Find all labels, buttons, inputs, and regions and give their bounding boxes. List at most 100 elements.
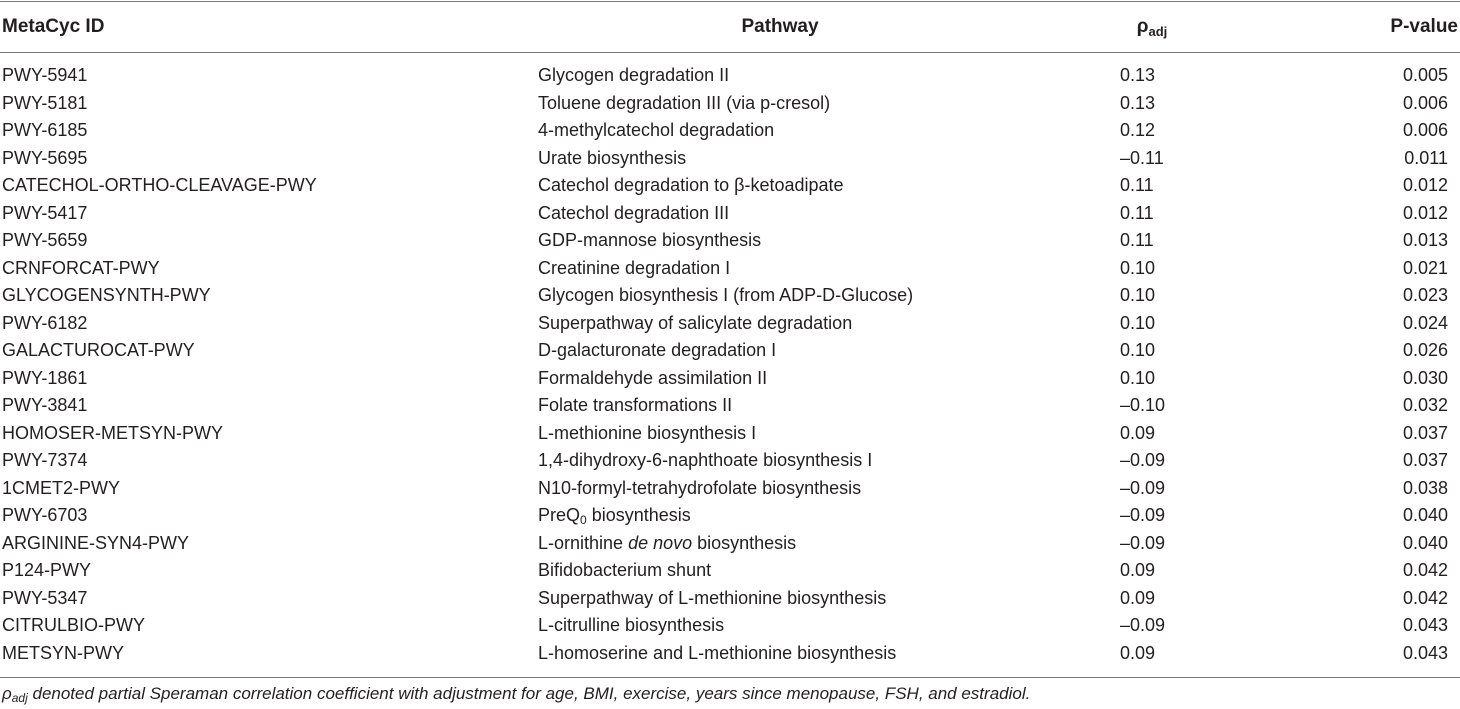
pathway-text: D-galacturonate degradation I (538, 340, 777, 360)
p-value-cell: 0.037 (1402, 422, 1448, 443)
p-value-cell: 0.005 (1402, 65, 1448, 85)
metacyc-id-cell: CRNFORCAT-PWY (2, 257, 160, 278)
p-value-cell: 0.030 (1402, 367, 1448, 388)
header-p-value: P-value (1390, 16, 1458, 37)
pathway-text: Glycogen degradation II (538, 65, 730, 85)
rho-adj-cell: –0.09 (1120, 450, 1166, 470)
pathway-cell: Creatinine degradation I (538, 255, 730, 282)
pathway-text: Glycogen biosynthesis I (from ADP-D-Gluc… (538, 285, 914, 305)
footnote-symbol: ρadj (2, 684, 28, 705)
rho-adj-cell: 0.10 (1120, 340, 1156, 360)
footnote-text: denoted partial Speraman correlation coe… (27, 684, 1031, 703)
metacyc-id-cell: GLYCOGENSYNTH-PWY (2, 285, 211, 305)
pathway-text: Bifidobacterium shunt (538, 560, 712, 580)
pathway-cell: D-galacturonate degradation I (538, 337, 776, 364)
header-rho-symbol: ρ (1136, 16, 1149, 37)
pathway-text: PreQ (538, 505, 581, 525)
metacyc-id-cell: GALACTUROCAT-PWY (2, 340, 195, 360)
rho-adj-cell: 0.09 (1120, 642, 1156, 663)
footnote-rho: ρ (2, 684, 12, 703)
pathway-cell: 1,4-dihydroxy-6-naphthoate biosynthesis … (538, 447, 872, 474)
rho-adj-cell: 0.11 (1120, 175, 1154, 195)
pathway-cell: Catechol degradation III (538, 200, 729, 227)
pathway-cell: 4-methylcatechol degradation (538, 117, 774, 144)
metacyc-id-cell: PWY-5347 (2, 587, 88, 608)
p-value-cell: 0.011 (1404, 147, 1448, 168)
metacyc-id-cell: PWY-5181 (2, 92, 88, 113)
p-value-cell: 0.012 (1402, 175, 1448, 195)
header-rho-adj: ρadj (1117, 15, 1187, 44)
rho-adj-cell: 0.09 (1120, 422, 1156, 443)
metacyc-id-cell: CITRULBIO-PWY (2, 615, 146, 635)
table-row: PWY-5941 Glycogen degradation II 0.13 0.005 (0, 62, 1460, 90)
table-row: CITRULBIO-PWY L-citrulline biosynthesis –0… (0, 612, 1460, 640)
pathway-cell: Urate biosynthesis (538, 145, 686, 172)
metacyc-id-cell: CATECHOL-ORTHO-CLEAVAGE-PWY (2, 175, 317, 195)
rho-adj-cell: –0.09 (1120, 615, 1166, 635)
pathway-text: L-ornithine (538, 532, 629, 553)
p-value-cell: 0.021 (1402, 257, 1448, 278)
metacyc-id-cell: PWY-5695 (2, 147, 88, 168)
p-value-cell: 0.040 (1402, 505, 1448, 525)
metacyc-id-cell: PWY-5941 (2, 65, 88, 85)
pathway-subscript: 0 (580, 513, 587, 527)
pathway-text: GDP-mannose biosynthesis (538, 230, 762, 250)
pathway-text: N10-formyl-tetrahydrofolate biosynthesis (538, 477, 862, 498)
pathway-cell: Glycogen biosynthesis I (from ADP-D-Gluc… (538, 282, 913, 309)
pathway-text: L-citrulline biosynthesis (538, 615, 725, 635)
pathway-cell: Glycogen degradation II (538, 62, 729, 89)
rho-adj-cell: –0.09 (1120, 532, 1166, 553)
header-metacyc-id: MetaCyc ID (2, 16, 105, 37)
p-value-cell: 0.012 (1402, 202, 1448, 223)
pathway-text: Superpathway of L-methionine biosynthesi… (538, 587, 887, 608)
metacyc-id-cell: PWY-6703 (2, 505, 88, 525)
pathway-cell: Folate transformations II (538, 392, 732, 419)
metacyc-id-cell: PWY-5659 (2, 230, 88, 250)
pathway-cell: Bifidobacterium shunt (538, 557, 711, 584)
rho-adj-cell: 0.11 (1120, 202, 1154, 223)
table-row: PWY-6182 Superpathway of salicylate degra… (0, 310, 1460, 338)
metacyc-id-cell: 1CMET2-PWY (2, 477, 121, 498)
p-value-cell: 0.043 (1402, 615, 1448, 635)
pathway-text: L-methionine biosynthesis I (538, 422, 757, 443)
p-value-cell: 0.042 (1402, 587, 1448, 608)
rho-adj-cell: 0.10 (1120, 367, 1156, 388)
pathway-cell: L-homoserine and L-methionine biosynthes… (538, 640, 896, 667)
pathway-text: L-homoserine and L-methionine biosynthes… (538, 642, 897, 663)
rho-adj-cell: –0.10 (1120, 395, 1166, 415)
p-value-cell: 0.042 (1402, 560, 1448, 580)
p-value-cell: 0.038 (1402, 477, 1448, 498)
rho-adj-cell: 0.11 (1120, 230, 1154, 250)
header-rho-subscript: adj (1148, 24, 1168, 39)
rho-adj-cell: 0.09 (1120, 587, 1156, 608)
metacyc-id-cell: PWY-6182 (2, 312, 88, 333)
rho-adj-cell: 0.10 (1120, 312, 1156, 333)
rho-adj-cell: 0.13 (1120, 92, 1156, 113)
pathway-cell: PreQ0 biosynthesis (538, 502, 691, 534)
bottom-rule (0, 677, 1460, 678)
table-row: PWY-7374 1,4-dihydroxy-6-naphthoate biosy… (0, 447, 1460, 475)
p-value-cell: 0.043 (1402, 642, 1448, 663)
table-row: GALACTUROCAT-PWY D-galacturonate degradat… (0, 337, 1460, 365)
pathway-cell: Catechol degradation to β-ketoadipate (538, 172, 844, 199)
pathway-text: Urate biosynthesis (538, 147, 687, 168)
rho-adj-cell: 0.13 (1120, 65, 1156, 85)
metacyc-id-cell: ARGININE-SYN4-PWY (2, 532, 190, 553)
rho-adj-cell: 0.09 (1120, 560, 1156, 580)
pathway-text: Toluene degradation III (via p-cresol) (538, 92, 831, 113)
pathway-cell: L-citrulline biosynthesis (538, 612, 724, 639)
metacyc-id-cell: PWY-1861 (2, 367, 88, 388)
pathway-cell: N10-formyl-tetrahydrofolate biosynthesis (538, 475, 861, 502)
metacyc-id-cell: PWY-7374 (2, 450, 88, 470)
rho-adj-cell: –0.09 (1120, 477, 1166, 498)
rho-adj-cell: –0.11 (1120, 147, 1164, 168)
header-rule (0, 52, 1460, 53)
pathway-text: Superpathway of salicylate degradation (538, 312, 853, 333)
